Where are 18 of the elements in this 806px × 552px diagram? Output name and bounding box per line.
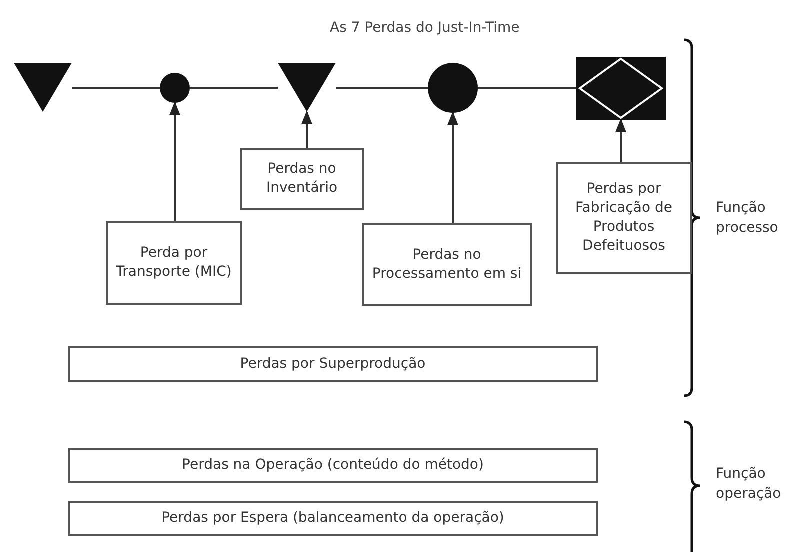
waste-box: Perdas por Superprodução	[68, 346, 598, 382]
flow-line	[336, 87, 428, 89]
arrow	[169, 102, 181, 221]
flow-line	[190, 87, 278, 89]
flow-line	[72, 87, 160, 89]
function-label: Função operação	[716, 465, 782, 504]
waste-box: Perdas no Processamento em si	[362, 223, 532, 306]
waste-box: Perdas por Espera (balanceamento da operação)	[68, 501, 598, 536]
waste-box: Perdas por Fabricação de Produtos Defeituosos	[556, 162, 692, 274]
waste-box: Perdas no Inventário	[240, 148, 364, 210]
waste-box: Perda por Transporte (MIC)	[106, 221, 242, 305]
function-label: Função processo	[716, 199, 780, 238]
arrow	[301, 110, 313, 148]
arrow	[447, 112, 459, 223]
arrow	[615, 118, 627, 162]
waste-box: Perdas na Operação (conteúdo do método)	[68, 448, 598, 483]
flow-line	[478, 87, 576, 89]
diagram-title: As 7 Perdas do Just-In-Time	[330, 19, 520, 38]
